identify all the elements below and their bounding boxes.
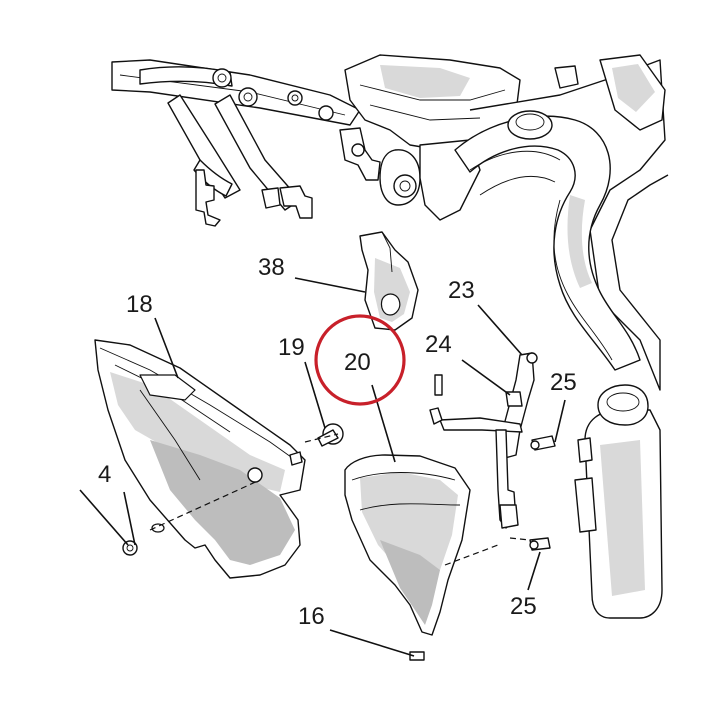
callout-25-lower: 25 (510, 593, 537, 620)
part-24-clip (429, 374, 523, 425)
callout-20: 20 (344, 349, 371, 376)
callout-25-upper: 25 (550, 369, 577, 396)
part-18-side-panel (94, 339, 306, 579)
callout-18: 18 (126, 291, 153, 318)
callout-labels: 38 18 19 20 23 24 25 25 4 16 (98, 254, 577, 630)
highlight-circle (314, 314, 406, 406)
callout-38: 38 (258, 254, 285, 281)
part-25-screws (529, 435, 556, 551)
part-38-bracket (359, 231, 419, 331)
fastener-4 (122, 523, 165, 556)
callout-4: 4 (98, 461, 111, 488)
callout-16: 16 (298, 603, 325, 630)
callout-19: 19 (278, 334, 305, 361)
callout-24: 24 (425, 331, 452, 358)
part-20-inner-panel (344, 454, 471, 636)
leader-lines (79, 277, 566, 657)
fastener-19 (317, 423, 344, 447)
frame-assembly (111, 54, 669, 391)
fastener-16 (409, 651, 425, 661)
coolant-reservoir (574, 384, 663, 619)
callout-23: 23 (448, 277, 475, 304)
